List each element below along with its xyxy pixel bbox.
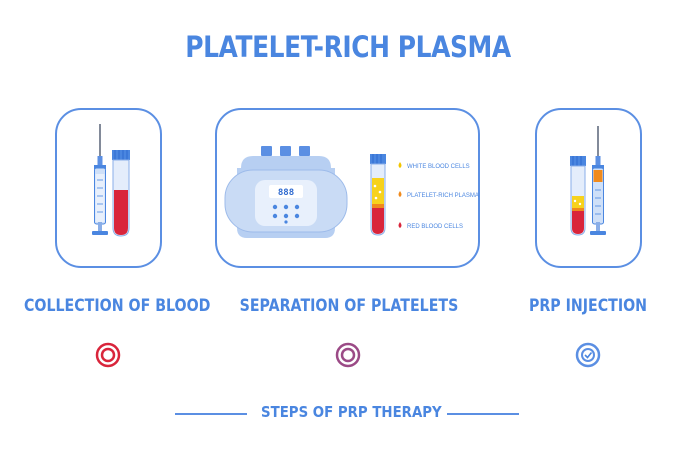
step-label-separation: SEPARATION OF PLATELETS xyxy=(239,296,459,315)
step-label-injection: PRP INJECTION xyxy=(528,296,648,315)
legend-white-blood-cells: WHITE BLOOD CELLS xyxy=(407,164,470,170)
prp-syringe-icon xyxy=(590,126,606,235)
step-label-collection: COLLECTION OF BLOOD xyxy=(24,296,211,315)
separated-tube-icon xyxy=(370,154,386,236)
footer-caption: STEPS OF PRP THERAPY xyxy=(261,403,442,421)
step-marker-3 xyxy=(575,342,601,368)
collection-card xyxy=(55,108,162,268)
legend-red-blood-cells: RED BLOOD CELLS xyxy=(407,224,463,230)
page-title: PLATELET-RICH PLASMA xyxy=(185,30,511,64)
step-marker-1 xyxy=(95,342,121,368)
step-marker-2 xyxy=(335,342,361,368)
drop-icon-white-cells xyxy=(398,162,402,168)
centrifuge-icon: 888 xyxy=(224,146,348,238)
check-icon xyxy=(584,352,593,359)
blood-tube-icon xyxy=(112,150,130,237)
syringe-icon xyxy=(92,124,108,235)
prp-tube-icon xyxy=(570,156,586,236)
drop-icon-prp xyxy=(398,191,402,197)
footer-line-left xyxy=(175,413,247,415)
injection-card xyxy=(535,108,642,268)
drop-icon-red-cells xyxy=(398,222,402,228)
separation-card: 888 WHITE BLOOD CELLS PLATEL xyxy=(215,108,480,268)
legend-platelet-rich-plasma: PLATELET-RICH PLASMA xyxy=(407,193,479,199)
timeline xyxy=(95,342,601,368)
footer-line-right xyxy=(447,413,519,415)
centrifuge-display: 888 xyxy=(278,188,294,198)
legend: WHITE BLOOD CELLS PLATELET-RICH PLASMA R… xyxy=(398,162,479,230)
